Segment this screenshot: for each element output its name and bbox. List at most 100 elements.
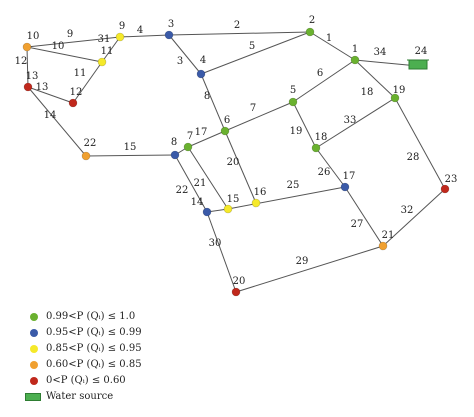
pipe-label-11: 11 — [74, 68, 87, 79]
pipe-label-4: 4 — [137, 25, 143, 36]
pipe-label-33: 33 — [344, 115, 357, 126]
pipe-label-12: 12 — [15, 56, 28, 67]
node-2 — [305, 27, 315, 37]
node-5 — [288, 97, 298, 107]
pipe-22 — [174, 154, 208, 213]
pipe-label-27: 27 — [351, 219, 364, 230]
legend-red-dot — [30, 377, 38, 385]
water-source-icon — [25, 393, 41, 401]
legend-yellow-dot — [30, 345, 38, 353]
node-label-10: 10 — [27, 31, 40, 42]
pipe-26 — [315, 147, 346, 188]
pipe-14 — [27, 86, 87, 157]
pipe-label-17: 17 — [195, 127, 208, 138]
pipe-label-21: 21 — [194, 178, 207, 189]
pipe-label-5: 5 — [249, 41, 255, 52]
node-1 — [350, 55, 360, 65]
node-13 — [23, 82, 33, 92]
node-label-9: 9 — [119, 21, 125, 32]
pipe-label-9: 9 — [67, 29, 73, 40]
pipe-5 — [200, 31, 311, 75]
pipe-label-1: 1 — [326, 33, 332, 44]
node-9 — [115, 32, 125, 42]
pipe-1 — [309, 31, 356, 61]
legend-row-source: Water source — [25, 389, 230, 405]
pipe-label-18: 18 — [361, 87, 374, 98]
legend-label: Water source — [46, 391, 114, 402]
pipe-label-14: 14 — [44, 110, 57, 121]
pipe-label-25: 25 — [287, 180, 300, 191]
pipe-4 — [119, 34, 170, 38]
node-18 — [311, 143, 321, 153]
pipe-31 — [101, 36, 121, 63]
node-21 — [378, 241, 388, 251]
node-label-5: 5 — [290, 85, 296, 96]
pipe-30 — [206, 211, 237, 293]
legend-orange-dot — [30, 361, 38, 369]
legend-green-dot — [30, 313, 38, 321]
node-label-3: 3 — [168, 19, 174, 30]
pipe-label-22: 22 — [176, 185, 189, 196]
node-19 — [390, 93, 400, 103]
pipe-label-2: 2 — [234, 20, 240, 31]
node-11 — [97, 57, 107, 67]
pipe-label-34: 34 — [374, 47, 387, 58]
pipe-19 — [292, 101, 317, 149]
pipe-33 — [315, 97, 396, 149]
pipe-13 — [27, 86, 74, 104]
node-label-8: 8 — [171, 137, 177, 148]
legend-row-blue: 0.95<P (Qᵢ) ≤ 0.99 — [30, 325, 230, 341]
node-22 — [81, 151, 91, 161]
pipe-21 — [187, 146, 229, 210]
pipe-label-31: 31 — [98, 34, 111, 45]
pipe-28 — [394, 97, 446, 190]
pipe-label-19: 19 — [290, 126, 303, 137]
pipe-12 — [26, 46, 29, 88]
legend-label: 0.95<P (Qᵢ) ≤ 0.99 — [46, 327, 142, 338]
legend-row-orange: 0.60<P (Qᵢ) ≤ 0.85 — [30, 357, 230, 373]
node-label-14: 14 — [191, 197, 204, 208]
pipe-label-3: 3 — [177, 56, 183, 67]
pipe-label-6: 6 — [317, 68, 323, 79]
pipe-34 — [354, 59, 419, 67]
pipe-8 — [200, 73, 226, 132]
pipe-label-13: 13 — [36, 82, 49, 93]
node-label-13: 13 — [26, 71, 39, 82]
pipe-25 — [227, 186, 346, 210]
node-label-21: 21 — [382, 230, 395, 241]
node-label-22: 22 — [84, 138, 97, 149]
pipe-29 — [235, 245, 384, 293]
node-label-24: 24 — [415, 46, 428, 57]
pipe-2 — [168, 31, 311, 36]
node-label-6: 6 — [224, 115, 230, 126]
legend-row-green: 0.99<P (Qᵢ) ≤ 1.0 — [30, 309, 230, 325]
pipe-label-29: 29 — [296, 256, 309, 267]
node-7 — [183, 142, 193, 152]
node-12 — [68, 98, 78, 108]
pipe-label-32: 32 — [401, 205, 414, 216]
pipe-label-26: 26 — [318, 167, 331, 178]
node-23 — [440, 184, 450, 194]
node-10 — [22, 42, 32, 52]
node-6 — [220, 126, 230, 136]
pipe-6 — [292, 59, 356, 103]
node-label-2: 2 — [309, 15, 315, 26]
node-label-19: 19 — [393, 85, 406, 96]
pipe-label-20: 20 — [227, 157, 240, 168]
node-14 — [202, 207, 212, 217]
water-source-tank — [407, 59, 429, 70]
pipe-10 — [26, 46, 103, 63]
pipe-18 — [354, 59, 396, 99]
node-8 — [170, 150, 180, 160]
node-16 — [251, 198, 261, 208]
legend-blue-dot — [30, 329, 38, 337]
pipe-9 — [26, 36, 121, 48]
node-label-11: 11 — [101, 46, 114, 57]
pipe-label-10: 10 — [52, 41, 65, 52]
node-label-4: 4 — [200, 55, 206, 66]
pipe-label-15: 15 — [124, 142, 137, 153]
node-label-20: 20 — [233, 276, 246, 287]
pipe-17 — [187, 130, 226, 148]
